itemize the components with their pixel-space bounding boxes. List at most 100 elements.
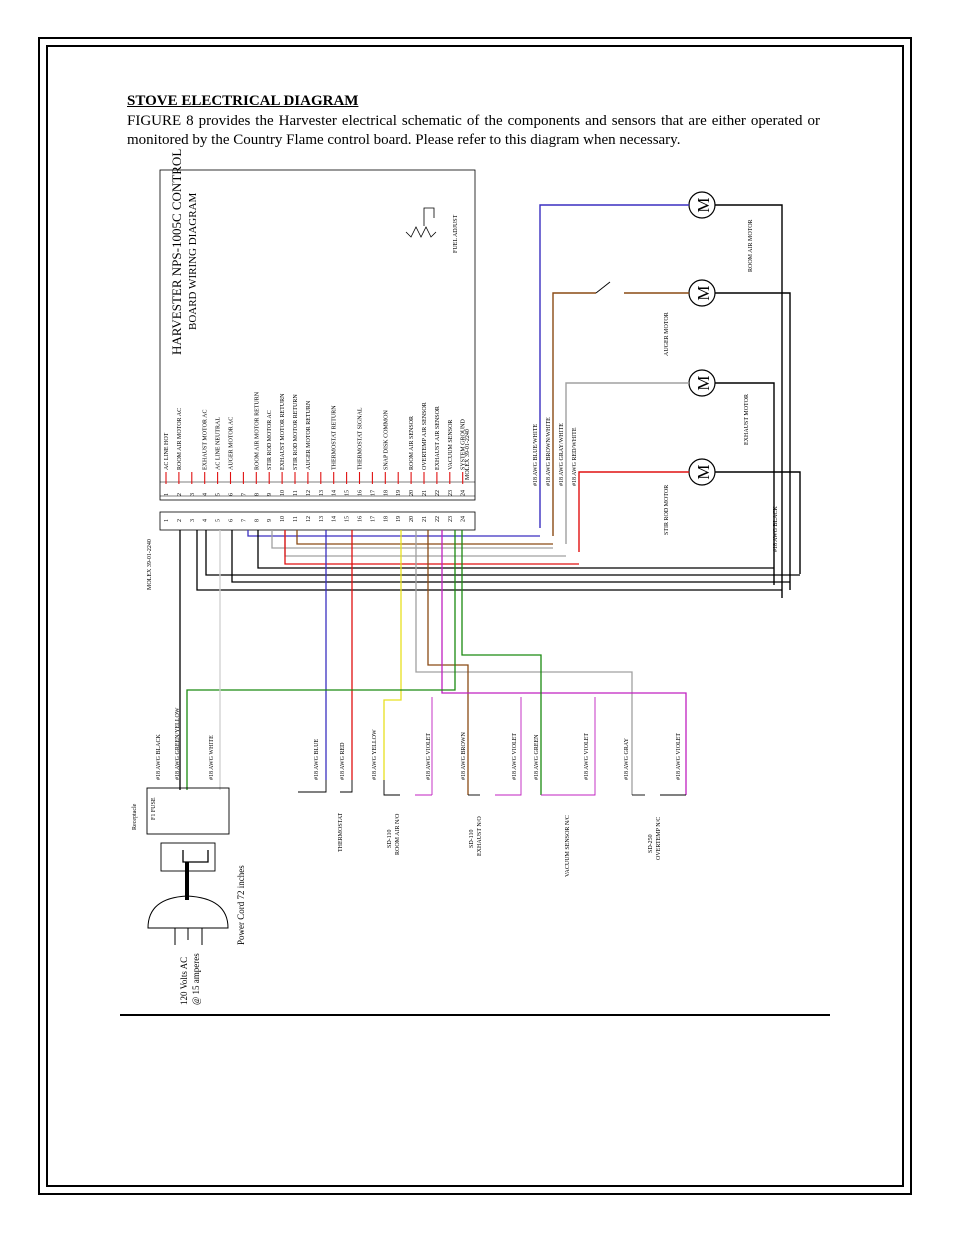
right-wire-label: #18 AWG GRAY/WHITE — [559, 423, 565, 486]
pin-number: 17 — [370, 490, 376, 496]
left-wire-label: #18 AWG GREEN/YELLOW — [175, 707, 181, 780]
pin-number: 17 — [370, 516, 376, 522]
pin-number: 14 — [332, 516, 338, 522]
bottom-wire-label: #18 AWG RED — [340, 742, 346, 780]
motor-symbol: M — [694, 375, 713, 390]
pin-number: 2 — [177, 493, 183, 496]
pin-label: EXHAUST MOTOR RETURN — [280, 393, 286, 470]
right-wire-label-group: #18 AWG BLUE/WHITE#18 AWG BROWN/WHITE#18… — [533, 417, 578, 486]
pin-number: 21 — [422, 516, 428, 522]
pin-label: ROOM AIR MOTOR RETURN — [254, 391, 260, 470]
exhaust-motor-label: EXHAUST MOTOR — [744, 394, 750, 445]
pin-label: AUGER MOTOR RETURN — [306, 400, 312, 470]
vacuum-switch-label: VACUUM SENSOR N/C — [565, 815, 571, 877]
bottom-wire-label: #18 AWG YELLOW — [372, 729, 378, 780]
bottom-wire-label: #18 AWG VIOLET — [676, 733, 682, 780]
page-border-outer — [38, 37, 912, 1195]
bottom-rule — [120, 1014, 830, 1016]
page-border-inner — [46, 45, 904, 1187]
pin-number: 9 — [267, 493, 273, 496]
pin-number: 15 — [345, 516, 351, 522]
auger-motor-label: AUGER MOTOR — [664, 312, 670, 356]
bottom-wire-label: #18 AWG BLUE — [314, 738, 320, 780]
pin-label: ROOM AIR SENSOR — [409, 416, 415, 470]
room-air-motor-label: ROOM AIR MOTOR — [748, 219, 754, 272]
pin-number: 13 — [319, 490, 325, 496]
overtemp-switch-2: OVERTEMP N/C — [656, 817, 662, 860]
room-air-switch-2: ROOM AIR N/O — [395, 813, 401, 855]
receptacle-box — [146, 787, 230, 835]
pin-number: 24 — [461, 516, 467, 522]
stir-rod-motor-label: STIR ROD MOTOR — [664, 485, 670, 535]
intro-paragraph: FIGURE 8 provides the Harvester electric… — [127, 113, 820, 148]
left-wire-label: #18 AWG BLACK — [156, 733, 162, 780]
pin-number: 23 — [448, 516, 454, 522]
plug-icon — [147, 895, 229, 929]
bottom-wire-label: #18 AWG VIOLET — [426, 733, 432, 780]
pin-number: 1 — [164, 519, 170, 522]
pin-number: 12 — [306, 490, 312, 496]
thermostat-label: THERMOSTAT — [338, 812, 344, 852]
pin-label: STIR ROD MOTOR AC — [267, 410, 273, 470]
pin-label: AUGER MOTOR AC — [229, 417, 235, 470]
left-wire-label-group: #18 AWG BLACK #18 AWG GREEN/YELLOW #18 AWG… — [156, 707, 215, 780]
bottom-wire-label: #18 AWG BROWN — [461, 731, 467, 780]
room-air-switch-1: SD-110 — [387, 830, 393, 848]
right-wire-label: #18 AWG BROWN/WHITE — [546, 417, 552, 486]
molex-bottom-label: MOLEX 39-01-2240 — [147, 539, 153, 590]
pin-number: 3 — [190, 519, 196, 522]
receptacle-label: Receptacle — [132, 803, 138, 830]
pin-number: 22 — [435, 516, 441, 522]
pin-mark-group — [165, 472, 464, 484]
board-title-line1: HARVESTER NPS-1005C CONTROL — [169, 149, 184, 355]
pin-label: VACUUM SENSOR — [448, 420, 454, 470]
pin-number: 20 — [409, 516, 415, 522]
pin-number: 4 — [203, 493, 209, 496]
bottom-wire-label: #18 AWG VIOLET — [512, 733, 518, 780]
pin-number: 22 — [435, 490, 441, 496]
pin-number: 24 — [461, 490, 467, 496]
wire-label-black-right: #18 AWG BLACK — [773, 505, 779, 552]
pin-number: 18 — [383, 490, 389, 496]
control-board-outline — [159, 169, 476, 501]
pin-label: STIR ROD MOTOR RETURN — [293, 394, 299, 470]
pin-label: AC LINE NEUTRAL — [216, 417, 222, 470]
pin-number: 20 — [409, 490, 415, 496]
pin-number: 16 — [358, 490, 364, 496]
pin-number: 19 — [396, 490, 402, 496]
right-wire-label: #18 AWG RED/WHITE — [572, 427, 578, 486]
bottom-wire-label: #18 AWG GREEN — [534, 734, 540, 780]
exhaust-motor: M — [688, 369, 716, 397]
pin-number: 10 — [280, 516, 286, 522]
pin-number: 23 — [448, 490, 454, 496]
pin-number: 11 — [293, 516, 299, 522]
pin-number: 7 — [241, 519, 247, 522]
pin-label: THERMOSTAT SIGNAL — [358, 407, 364, 470]
pin-number: 5 — [216, 493, 222, 496]
pin-label: ROOM AIR MOTOR AC — [177, 408, 183, 470]
overtemp-switch-1: SD-250 — [648, 834, 654, 853]
potentiometer-icon — [405, 207, 437, 238]
bottom-wire-label: #18 AWG GRAY — [624, 737, 630, 780]
pin-label: SNAP DISK COMMON — [383, 410, 389, 470]
left-wire-label: #18 AWG WHITE — [209, 735, 215, 780]
motor-symbol: M — [694, 197, 713, 212]
pin-number: 6 — [229, 493, 235, 496]
molex-top-label: MOLEX 39-01-2240 — [465, 429, 471, 480]
sensor-switches — [298, 697, 686, 796]
pin-label: THERMOSTAT RETURN — [332, 405, 338, 470]
auger-motor: M — [688, 279, 716, 307]
pin-number: 15 — [345, 490, 351, 496]
board-title-line2: BOARD WIRING DIAGRAM — [187, 192, 199, 330]
power-cord-label: Power Cord 72 inches — [236, 865, 246, 945]
pin-number: 7 — [241, 493, 247, 496]
motor-symbol: M — [694, 464, 713, 479]
lower-connector — [159, 511, 476, 531]
stir-rod-motor: M — [688, 458, 716, 486]
pin-number: 2 — [177, 519, 183, 522]
pin-number: 14 — [332, 490, 338, 496]
fuel-adjust-label: FUEL ADJUST — [453, 214, 459, 253]
